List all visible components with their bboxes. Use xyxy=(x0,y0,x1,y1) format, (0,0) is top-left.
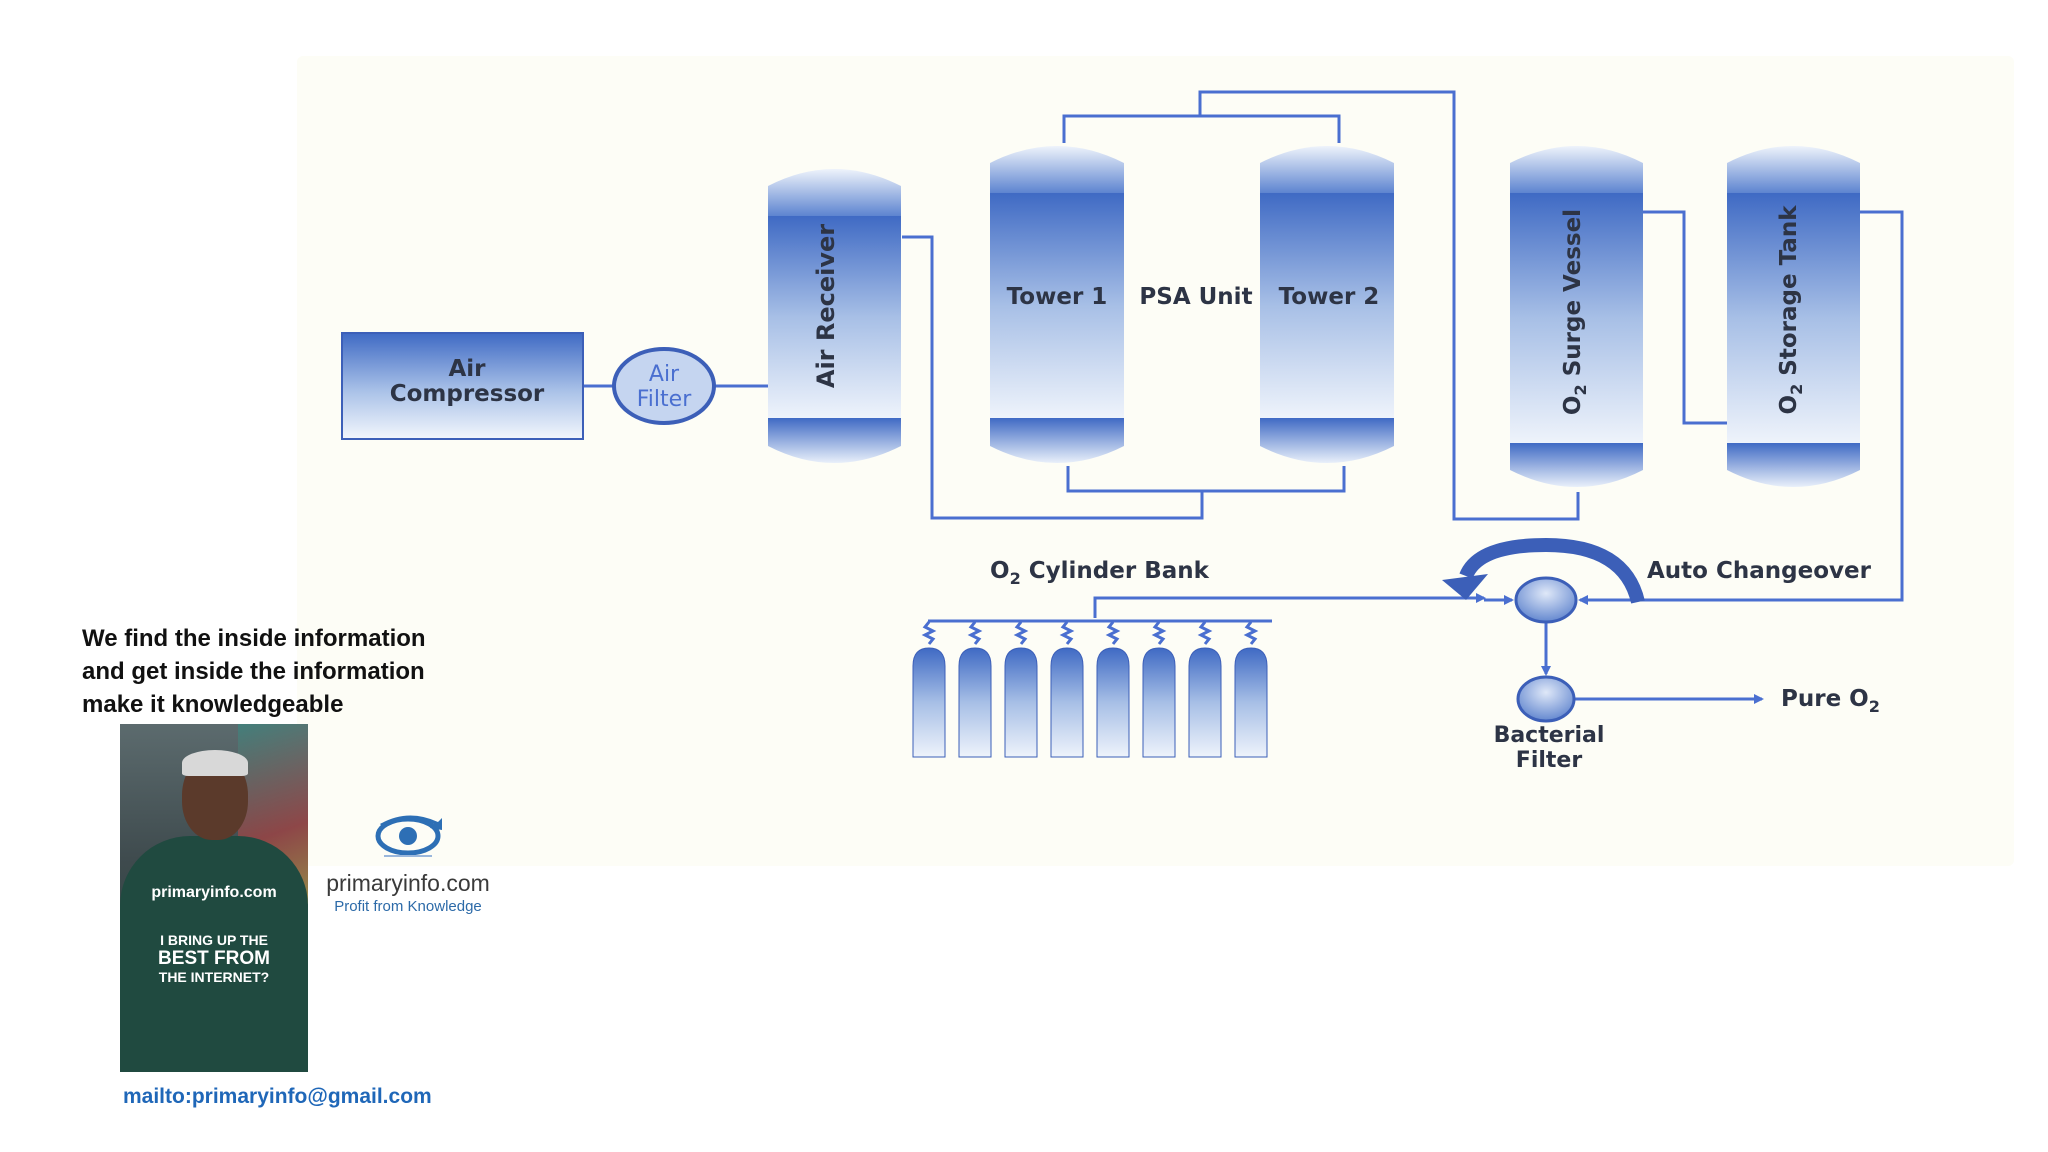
svg-text:Compressor: Compressor xyxy=(390,381,545,407)
pipe-tower1-bottom xyxy=(1066,466,1346,493)
pipes xyxy=(583,90,1904,704)
o2-surge-vessel: O2 Surge Vessel xyxy=(1510,146,1643,487)
svg-text:Air: Air xyxy=(649,362,680,387)
pipe-bank-changeover xyxy=(1093,593,1486,618)
photo-hair xyxy=(182,750,248,776)
psa-unit-label: PSA Unit xyxy=(1139,284,1252,310)
pipe-psa-to-changeover xyxy=(1198,90,1580,521)
pipe-storage-changeover xyxy=(1588,210,1904,602)
o2-cylinder xyxy=(1234,621,1268,758)
o2-storage-tank: O2 Storage Tank xyxy=(1727,146,1860,487)
o2-cylinder xyxy=(1142,621,1176,758)
svg-text:Filter: Filter xyxy=(637,387,692,412)
tagline: We find the inside information and get i… xyxy=(82,622,482,721)
cylinder-bank-label: O2 Cylinder Bank xyxy=(990,558,1210,588)
o2-cylinder xyxy=(1050,621,1084,758)
svg-text:Tower 2: Tower 2 xyxy=(1279,284,1380,310)
o2-cylinder xyxy=(1004,621,1038,758)
photo-shirt xyxy=(120,836,308,1072)
presenter-photo: primaryinfo.com I BRING UP THE BEST FROM… xyxy=(120,724,308,1072)
o2-cylinder xyxy=(958,621,992,758)
svg-text:Auto Changeover: Auto Changeover xyxy=(1647,558,1872,584)
tagline-line: We find the inside information xyxy=(82,625,426,652)
tagline-line: make it knowledgeable xyxy=(82,691,344,718)
primaryinfo-logo: primaryinfo.com Profit from Knowledge xyxy=(318,812,498,922)
logo-slogan: Profit from Knowledge xyxy=(334,898,482,915)
air-filter: Air Filter xyxy=(612,347,716,425)
tagline-line: and get inside the information xyxy=(82,658,425,685)
o2-cylinder-bank xyxy=(912,621,1268,758)
svg-text:Tower 1: Tower 1 xyxy=(1007,284,1108,310)
svg-text:Air Receiver: Air Receiver xyxy=(812,224,840,388)
o2-cylinder xyxy=(1188,621,1222,758)
gear-eye-logo-icon xyxy=(375,815,442,857)
pipe-surge-storage xyxy=(1643,210,1727,425)
tower-1: Tower 1 xyxy=(990,146,1124,463)
svg-text:Air: Air xyxy=(448,356,486,382)
o2-cylinder xyxy=(1096,621,1130,758)
svg-text:O2 Surge Vessel: O2 Surge Vessel xyxy=(1560,209,1590,415)
auto-changeover: Auto Changeover xyxy=(1442,537,1872,624)
o2-cylinder xyxy=(912,621,946,758)
shirt-slogan: I BRING UP THE BEST FROM THE INTERNET? xyxy=(158,932,270,985)
tower-2: Tower 2 xyxy=(1260,146,1394,463)
pipe-receiver-towers xyxy=(902,235,1204,520)
svg-text:O2 Storage Tank: O2 Storage Tank xyxy=(1776,205,1806,415)
pure-o2-label: Pure O2 xyxy=(1781,686,1880,716)
shirt-brand: primaryinfo.com xyxy=(151,884,277,901)
svg-text:Filter: Filter xyxy=(1516,748,1583,773)
air-compressor: Air Compressor xyxy=(341,332,584,440)
email-link[interactable]: mailto:primaryinfo@gmail.com xyxy=(123,1085,432,1108)
air-receiver: Air Receiver xyxy=(768,169,901,463)
svg-text:Bacterial: Bacterial xyxy=(1494,723,1605,748)
pipe-towers-top xyxy=(1062,114,1341,143)
logo-name: primaryinfo.com xyxy=(326,870,490,896)
bacterial-filter: Bacterial Filter xyxy=(1494,675,1605,773)
